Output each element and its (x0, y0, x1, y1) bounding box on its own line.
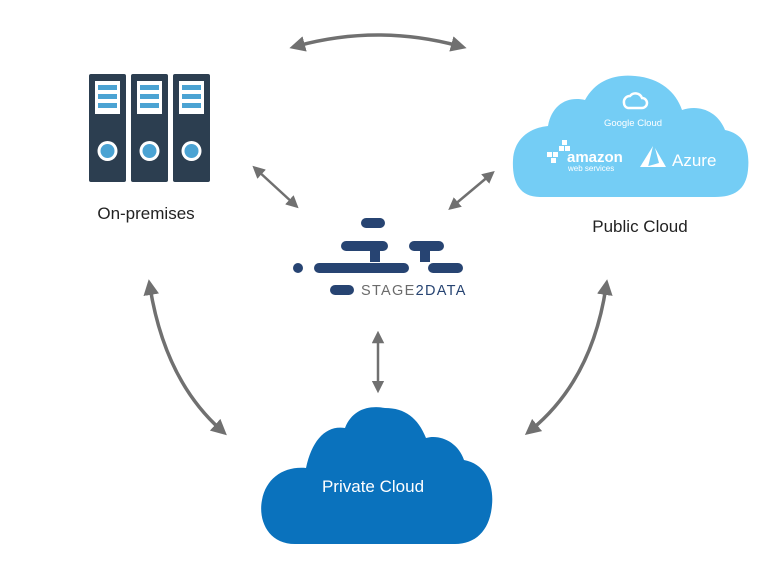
aws-sublabel: web services (567, 164, 614, 173)
private-cloud-label: Private Cloud (322, 477, 424, 496)
public-cloud-label: Public Cloud (592, 217, 687, 236)
on-premises-label: On-premises (97, 204, 194, 223)
private-cloud-shape (261, 407, 493, 544)
server-icon (173, 74, 210, 182)
arrow-onprem-private (143, 279, 227, 436)
aws-label: amazon (567, 149, 623, 166)
aws-icon (547, 140, 570, 163)
public-cloud-node: Google Cloud amazon web services Azure P… (512, 75, 749, 236)
arrow-public-hub (448, 170, 495, 211)
google-cloud-label: Google Cloud (604, 118, 662, 129)
public-cloud-shape (512, 75, 749, 197)
azure-icon (640, 146, 666, 167)
arrow-onprem-public (289, 33, 467, 52)
server-icon (89, 74, 126, 182)
google-cloud-icon (622, 92, 649, 110)
azure-label: Azure (672, 151, 716, 170)
logo-text: STAGE2DATA (361, 283, 467, 299)
arrow-public-private (524, 279, 613, 435)
stage2data-logo: STAGE2DATA (293, 218, 467, 299)
logo-text-stage: STAGE (361, 283, 416, 299)
logo-text-2data: 2DATA (416, 283, 467, 299)
private-cloud-node: Private Cloud (261, 407, 493, 544)
server-icon (131, 74, 168, 182)
on-premises-node: On-premises (89, 74, 210, 223)
arrow-onprem-hub (252, 165, 299, 209)
